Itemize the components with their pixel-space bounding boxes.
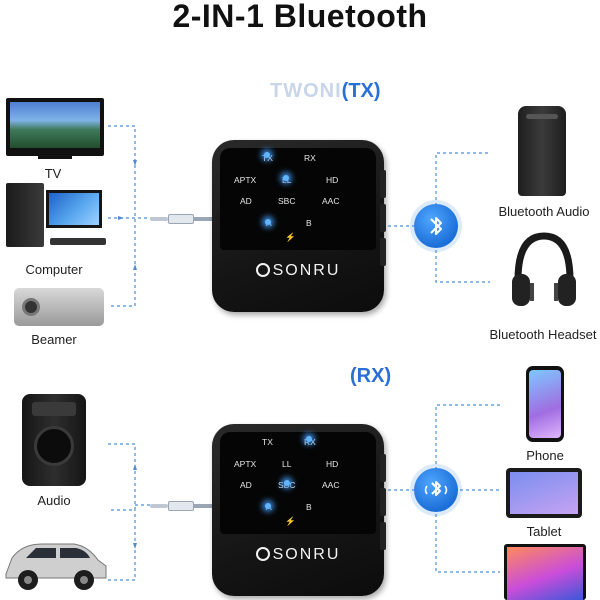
computer-monitor-icon — [46, 190, 102, 228]
audio-label: Audio — [37, 493, 71, 508]
tv-icon — [6, 98, 104, 156]
audio-speaker-icon — [22, 394, 86, 486]
page-title: 2-IN-1 Bluetooth — [172, 0, 428, 34]
side-button-plus — [380, 170, 386, 198]
bluetooth-icon — [414, 468, 458, 512]
car-icon — [2, 536, 110, 592]
audio-jack-icon — [150, 501, 212, 511]
sonru-logo-icon — [255, 263, 270, 277]
codec-rx: RX — [304, 437, 316, 447]
led-a — [265, 219, 271, 225]
computer-tower-icon — [6, 183, 44, 247]
brand-logo: SONRU — [212, 262, 384, 280]
sonru-logo-icon — [255, 547, 270, 561]
codec-aac: AAC — [322, 196, 340, 206]
codec-b: B — [306, 502, 312, 512]
headset-icon — [508, 228, 580, 310]
codec-ll: LL — [282, 459, 292, 469]
tx-mode-label: TWONI(TX) — [270, 80, 381, 103]
audio-jack-icon — [150, 214, 212, 224]
charge-icon: ⚡ — [285, 516, 296, 526]
codec-b: B — [306, 218, 312, 228]
rx-receiver-device: TX RX APTX LL HD AD SBC AAC A B ⚡ SONRU — [212, 424, 386, 596]
rx-mode-label: (RX) — [350, 365, 392, 387]
side-button-minus — [380, 522, 386, 550]
tablet-icon — [506, 468, 582, 518]
laptop-icon — [504, 544, 586, 600]
codec-ad: AD — [240, 196, 252, 206]
led-sbc — [284, 480, 290, 486]
tablet-label: Tablet — [526, 524, 562, 539]
led-ll — [283, 175, 289, 181]
codec-sbc: SBC — [278, 196, 296, 206]
tx-mode-text: (TX) — [341, 80, 381, 102]
phone-label: Phone — [526, 448, 564, 463]
side-button-minus — [380, 238, 386, 266]
tv-label: TV — [44, 166, 62, 181]
bluetooth-audio-label: Bluetooth Audio — [498, 204, 590, 219]
codec-hd: HD — [326, 175, 339, 185]
codec-ad: AD — [240, 480, 252, 490]
brand-logo: SONRU — [212, 546, 384, 564]
codec-rx: RX — [304, 153, 316, 163]
beamer-icon — [14, 288, 104, 326]
phone-icon — [526, 366, 564, 442]
bluetooth-icon — [414, 204, 458, 248]
tx-transmitter-device: TX RX APTX LL HD AD SBC AAC A B ⚡ SONRU — [212, 140, 386, 312]
brand-text: SONRU — [272, 262, 341, 279]
bluetooth-speaker-icon — [518, 106, 566, 196]
bluetooth-headset-label: Bluetooth Headset — [489, 327, 597, 342]
brand-text: SONRU — [272, 546, 341, 563]
led-tx — [264, 152, 270, 158]
codec-hd: HD — [326, 459, 339, 469]
codec-aptx: APTX — [234, 459, 257, 469]
codec-aptx: APTX — [234, 175, 257, 185]
charge-icon: ⚡ — [285, 232, 296, 242]
tx-mode-faded-text: TWONI — [270, 80, 342, 102]
side-button-mode — [380, 488, 386, 516]
beamer-label: Beamer — [31, 332, 77, 347]
led-a — [265, 503, 271, 509]
side-button-plus — [380, 454, 386, 482]
codec-tx: TX — [262, 153, 273, 163]
side-button-mode — [380, 204, 386, 232]
codec-aac: AAC — [322, 480, 340, 490]
codec-tx: TX — [262, 437, 273, 447]
led-rx — [306, 436, 312, 442]
computer-label: Computer — [25, 262, 83, 277]
